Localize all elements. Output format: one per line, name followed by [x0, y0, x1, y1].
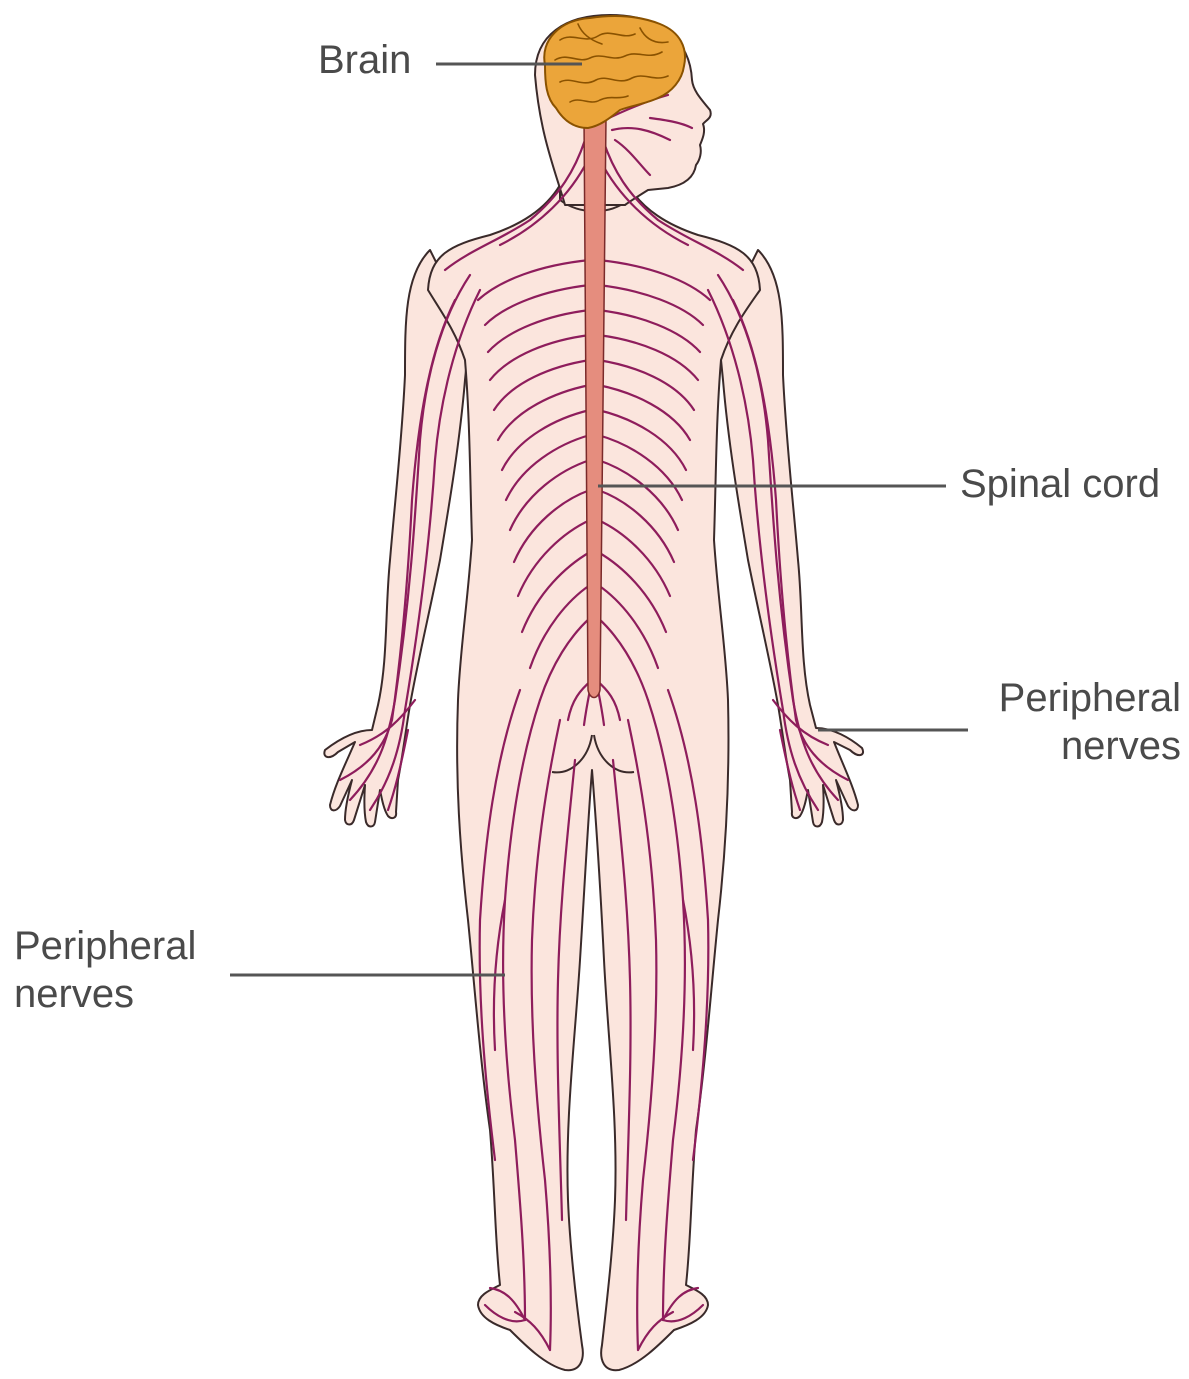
brain-label: Brain: [318, 36, 411, 84]
brain-label-text: Brain: [318, 36, 411, 84]
spinal-cord-label-text: Spinal cord: [960, 460, 1160, 508]
peripheral-nerves-left-label: Peripheral nerves: [14, 922, 196, 1018]
peripheral-nerves-right-line1: Peripheral: [999, 674, 1181, 722]
right-arm: [718, 250, 863, 827]
left-arm: [324, 250, 470, 827]
peripheral-nerves-left-line1: Peripheral: [14, 922, 196, 970]
peripheral-nerves-left-line2: nerves: [14, 970, 196, 1018]
peripheral-nerves-right-label: Peripheral nerves: [999, 674, 1181, 770]
spinal-cord-label: Spinal cord: [960, 460, 1160, 508]
peripheral-nerves-right-line2: nerves: [999, 722, 1181, 770]
